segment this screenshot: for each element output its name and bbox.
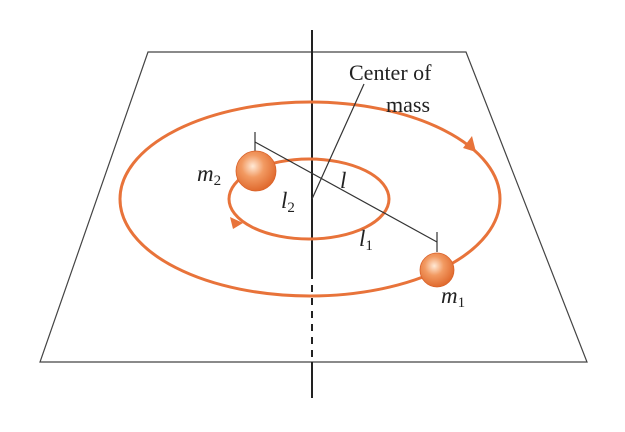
orbit-inner xyxy=(227,157,391,241)
separation-label-l: l xyxy=(340,168,346,193)
mass-m2-label: m2 xyxy=(197,161,221,189)
center-of-mass-pointer xyxy=(311,83,365,200)
distance-label-l1: l1 xyxy=(359,226,373,254)
distance-label-l2: l2 xyxy=(281,188,295,216)
mass-m1 xyxy=(419,252,455,288)
mass-m2 xyxy=(235,150,277,192)
mass-m1-label: m1 xyxy=(441,283,465,311)
center-of-mass-label-line1: Center of xyxy=(349,60,432,85)
center-of-mass-label-line2: mass xyxy=(386,92,430,117)
orbit-outer xyxy=(118,100,502,298)
orbit-outer-arrow-icon xyxy=(463,136,476,152)
separation-line xyxy=(254,141,438,243)
orbit-inner-arrow-icon xyxy=(230,217,243,229)
